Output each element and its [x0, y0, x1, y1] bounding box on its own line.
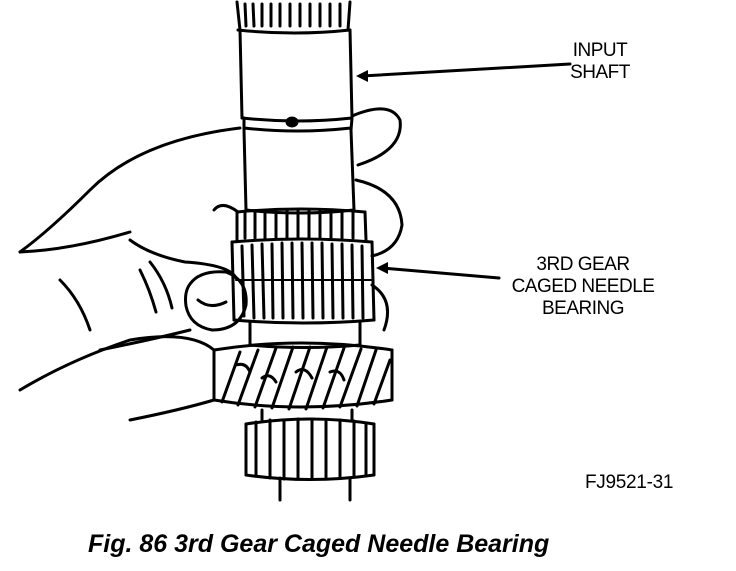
bearing-label-line-2: CAGED NEEDLE [511, 276, 655, 297]
bearing-label-line-1: 3RD GEAR [536, 254, 630, 275]
input-shaft-arrowhead [356, 70, 368, 82]
input-shaft-label-line-1: INPUT [572, 40, 628, 61]
helical-gear [212, 341, 394, 411]
input-shaft-label-line-2: SHAFT [570, 62, 630, 83]
callout-leaders [360, 62, 572, 280]
input-shaft-body [238, 28, 356, 215]
shaft-top-splines [235, 0, 352, 35]
hand-illustration [18, 107, 404, 422]
bottom-spline-hub [244, 408, 376, 502]
bearing-arrowhead [376, 262, 388, 274]
figure-caption: Fig. 86 3rd Gear Caged Needle Bearing [88, 530, 550, 558]
figure-code: FJ9521-31 [585, 472, 674, 493]
bearing-label-line-3: BEARING [541, 298, 625, 319]
input-shaft-label: INPUT SHAFT [555, 40, 645, 84]
bearing-label: 3RD GEAR CAGED NEEDLE BEARING [498, 254, 668, 320]
upper-spline-ring [235, 207, 368, 242]
caged-needle-bearing [230, 237, 376, 325]
